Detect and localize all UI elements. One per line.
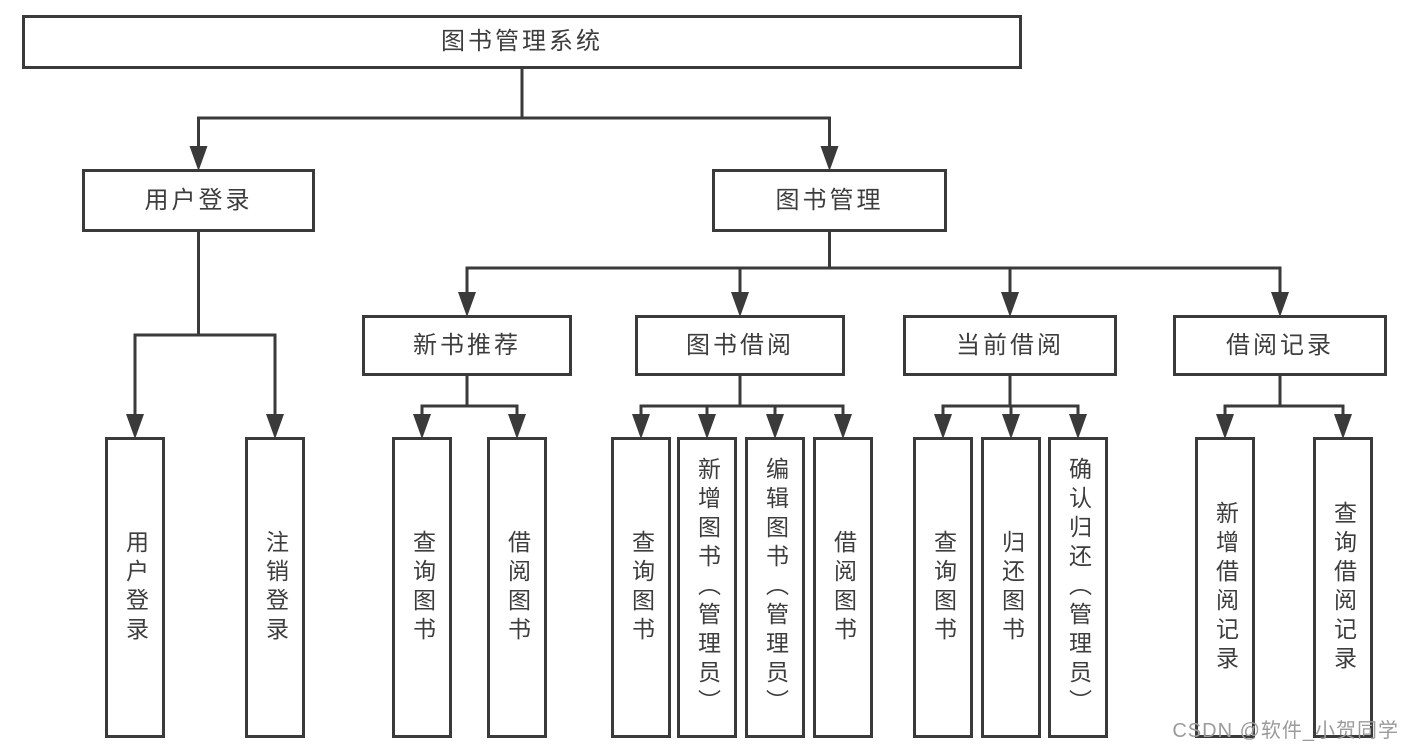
arrowhead-bb-borrow	[834, 414, 852, 439]
arrowhead-bb-query	[632, 414, 650, 439]
node-label-nbr-query: 查询图书	[409, 529, 436, 646]
node-label-root: 图书管理系统	[441, 28, 603, 55]
node-book-mgmt: 图书管理	[712, 169, 947, 232]
arrowhead-cb-return	[1002, 414, 1020, 439]
node-label-user-login: 用户登录	[144, 186, 253, 214]
node-root: 图书管理系统	[22, 15, 1022, 69]
node-label-bb-borrow: 借阅图书	[830, 529, 857, 646]
node-nbr-query: 查询图书	[392, 437, 452, 738]
node-label-cb-return: 归还图书	[998, 529, 1025, 646]
node-new-book-rec: 新书推荐	[362, 315, 572, 376]
node-nbr-borrow: 借阅图书	[487, 437, 547, 738]
node-cb-query: 查询图书	[913, 437, 973, 738]
node-br-add: 新增借阅记录	[1195, 437, 1255, 738]
arrowhead-br-add	[1216, 414, 1234, 439]
arrowhead-borrow-records	[1271, 292, 1289, 317]
node-label-cb-query: 查询图书	[930, 529, 957, 646]
node-label-nbr-borrow: 借阅图书	[504, 529, 531, 646]
node-label-bb-query: 查询图书	[628, 529, 655, 646]
arrowhead-bb-add	[698, 414, 716, 439]
node-label-bb-edit: 编辑图书（管理员）	[762, 457, 789, 718]
node-login-leaf: 用户登录	[105, 437, 165, 738]
node-label-new-book-rec: 新书推荐	[413, 331, 521, 359]
node-label-login-leaf: 用户登录	[122, 529, 149, 646]
node-bb-borrow: 借阅图书	[813, 437, 873, 738]
node-user-login: 用户登录	[82, 169, 315, 232]
node-label-bb-add: 新增图书（管理员）	[694, 457, 721, 718]
arrowhead-book-mgmt	[820, 146, 839, 171]
node-label-current-borrow: 当前借阅	[956, 331, 1064, 359]
arrowhead-cb-query	[934, 414, 952, 439]
node-borrow-records: 借阅记录	[1173, 315, 1387, 376]
arrowhead-bb-edit	[766, 414, 784, 439]
node-label-borrow-records: 借阅记录	[1226, 331, 1334, 359]
node-bb-query: 查询图书	[611, 437, 671, 738]
node-label-cb-confirm: 确认归还（管理员）	[1065, 457, 1092, 718]
arrowhead-book-borrow	[731, 292, 749, 317]
arrowhead-nbr-query	[413, 414, 431, 439]
node-cb-return: 归还图书	[981, 437, 1041, 738]
node-bb-add: 新增图书（管理员）	[677, 437, 737, 738]
arrowhead-current-borrow	[1001, 292, 1019, 317]
node-br-query: 查询借阅记录	[1313, 437, 1373, 738]
node-bb-edit: 编辑图书（管理员）	[745, 437, 805, 738]
node-label-book-borrow: 图书借阅	[686, 331, 794, 359]
node-label-br-add: 新增借阅记录	[1212, 500, 1239, 675]
node-cb-confirm: 确认归还（管理员）	[1048, 437, 1108, 738]
arrowhead-user-login	[189, 146, 208, 171]
watermark: CSDN @软件_小贺同学	[1172, 720, 1399, 742]
node-book-borrow: 图书借阅	[635, 315, 845, 376]
arrowhead-nbr-borrow	[508, 414, 526, 439]
arrowhead-cb-confirm	[1069, 414, 1087, 439]
arrowhead-new-book-rec	[458, 292, 476, 317]
node-label-br-query: 查询借阅记录	[1330, 500, 1357, 675]
node-current-borrow: 当前借阅	[903, 315, 1117, 376]
arrowhead-br-query	[1334, 414, 1352, 439]
node-label-logout-leaf: 注销登录	[262, 529, 289, 646]
arrowhead-logout-leaf	[266, 414, 284, 439]
arrowhead-login-leaf	[126, 414, 144, 439]
node-label-book-mgmt: 图书管理	[775, 186, 884, 214]
node-logout-leaf: 注销登录	[245, 437, 305, 738]
